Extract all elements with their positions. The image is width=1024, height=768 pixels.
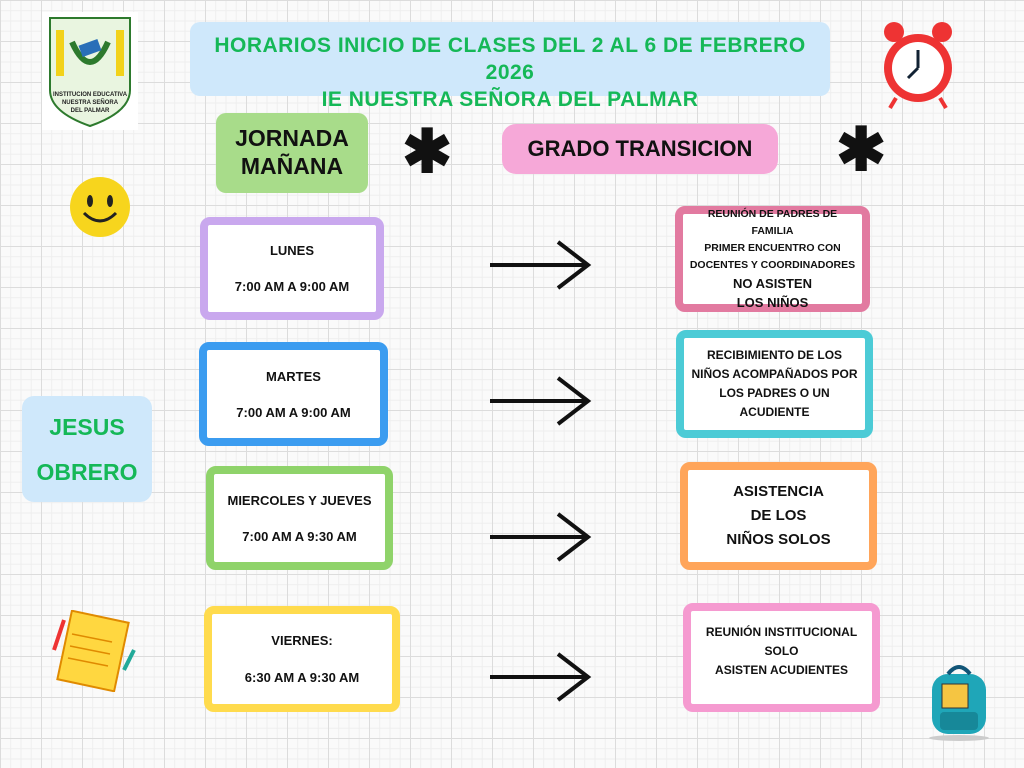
asterisk-icon: ✱ — [402, 118, 453, 185]
page-title: HORARIOS INICIO DE CLASES DEL 2 AL 6 DE … — [190, 22, 830, 111]
sede-line-2: OBRERO — [36, 458, 138, 485]
grado-label: GRADO TRANSICION — [502, 124, 778, 174]
time-label: 6:30 AM A 9:30 AM — [244, 670, 360, 685]
activity-card-martes: RECIBIMIENTO DE LOS NIÑOS ACOMPAÑADOS PO… — [676, 330, 873, 438]
smiley-icon — [66, 175, 132, 246]
activity-card-lunes: REUNIÓN DE PADRES DE FAMILIA PRIMER ENCU… — [675, 206, 870, 312]
activity-line: ASISTEN ACUDIENTES — [715, 663, 848, 677]
activity-line: REUNIÓN INSTITUCIONAL — [705, 625, 858, 639]
activity-line: DE LOS — [750, 507, 807, 524]
school-logo: INSTITUCION EDUCATIVA NUESTRA SEÑORA DEL… — [42, 12, 138, 130]
activity-line: NIÑOS SOLOS — [726, 531, 831, 548]
day-card-lunes: LUNES 7:00 AM A 9:00 AM — [200, 217, 384, 320]
sede-label: JESUS OBRERO — [22, 396, 152, 502]
time-label: 7:00 AM A 9:30 AM — [242, 528, 357, 544]
day-label: LUNES — [269, 243, 315, 259]
activity-line: NIÑOS ACOMPAÑADOS POR — [691, 367, 858, 381]
activity-line: SOLO — [764, 644, 799, 658]
activity-line: LOS NIÑOS — [736, 295, 809, 310]
arrow-right-icon — [490, 240, 592, 290]
day-label: VIERNES: — [271, 633, 333, 648]
arrow-right-icon — [490, 376, 592, 426]
svg-text:DEL PALMAR: DEL PALMAR — [71, 108, 110, 114]
activity-line: DOCENTES Y COORDINADORES — [689, 259, 856, 271]
jornada-line-2: MAÑANA — [240, 153, 344, 179]
day-card-miercoles-jueves: MIERCOLES Y JUEVES 7:00 AM A 9:30 AM — [206, 466, 393, 570]
asterisk-icon: ✱ — [836, 116, 887, 183]
activity-line: LOS PADRES O UN — [719, 386, 830, 400]
arrow-right-icon — [490, 652, 592, 702]
svg-text:NUESTRA SEÑORA: NUESTRA SEÑORA — [62, 99, 119, 106]
sede-line-1: JESUS — [49, 413, 125, 440]
svg-text:INSTITUCION EDUCATIVA: INSTITUCION EDUCATIVA — [53, 92, 128, 98]
day-label: MARTES — [266, 368, 321, 384]
day-label: MIERCOLES Y JUEVES — [227, 492, 372, 508]
backpack-icon — [926, 660, 992, 747]
arrow-right-icon — [490, 512, 592, 562]
day-card-martes: MARTES 7:00 AM A 9:00 AM — [199, 342, 388, 446]
jornada-label: JORNADA MAÑANA — [216, 113, 368, 193]
activity-line: REUNIÓN DE PADRES DE FAMILIA — [707, 208, 838, 237]
title-line-1: HORARIOS INICIO DE CLASES DEL 2 AL 6 DE … — [214, 34, 806, 84]
activity-line: RECIBIMIENTO DE LOS — [706, 348, 843, 362]
time-label: 7:00 AM A 9:00 AM — [234, 278, 350, 294]
activity-card-viernes: REUNIÓN INSTITUCIONAL SOLO ASISTEN ACUDI… — [683, 603, 880, 712]
notebook-icon — [50, 609, 138, 697]
activity-line: PRIMER ENCUENTRO CON — [704, 242, 841, 254]
activity-line: ACUDIENTE — [739, 405, 810, 419]
alarm-clock-icon — [880, 18, 956, 115]
activity-card-miercoles-jueves: ASISTENCIA DE LOS NIÑOS SOLOS — [680, 462, 877, 570]
jornada-line-1: JORNADA — [235, 125, 349, 151]
day-card-viernes: VIERNES: 6:30 AM A 9:30 AM — [204, 606, 400, 712]
time-label: 7:00 AM A 9:00 AM — [236, 404, 351, 420]
title-line-2: IE NUESTRA SEÑORA DEL PALMAR — [321, 88, 699, 111]
activity-line: NO ASISTEN — [733, 276, 812, 291]
activity-line: ASISTENCIA — [733, 483, 824, 500]
